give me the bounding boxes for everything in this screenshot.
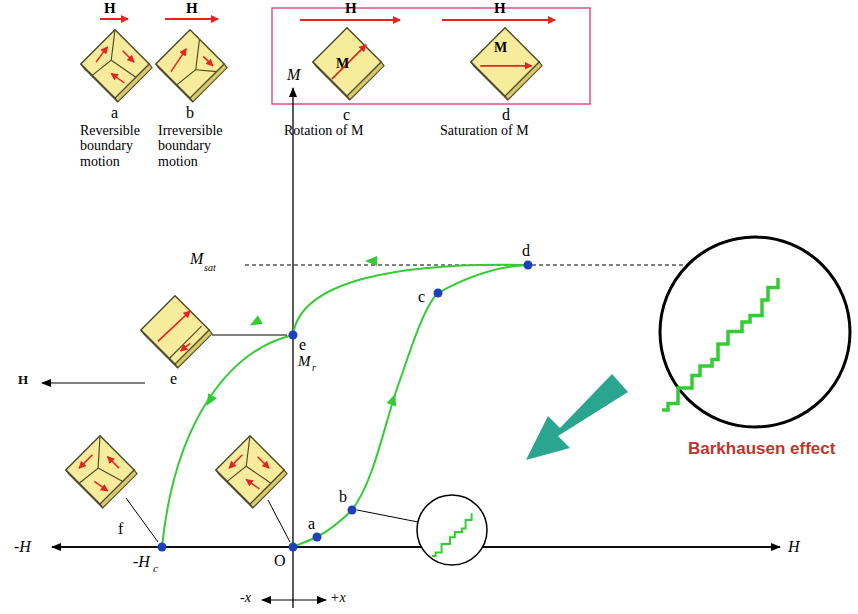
highlight-frame [272,8,590,104]
axis-label: M [298,353,311,370]
domain-cube [141,296,212,368]
magnifier-circle [660,237,850,427]
axis-label: H [788,538,800,556]
point-label: d [522,242,530,260]
domain-cube [471,28,542,100]
field-label: H [186,0,198,17]
panel-letter: a [111,104,118,122]
domain-cube [216,436,287,508]
field-label: H [104,0,116,17]
panel-caption: Irreversible boundary motion [158,123,238,169]
magnetization-curve [293,265,528,547]
panel-caption: Rotation of M [284,123,363,138]
axis-label: -H [14,538,31,556]
pointer-arrow [526,374,628,460]
point-label: a [308,515,315,533]
domain-cube [156,30,227,102]
axis-subscript: c [153,562,158,574]
direction-label: -x [240,590,251,605]
axis-label: M [190,250,203,268]
domain-cube [81,30,152,102]
field-label: H [18,373,28,387]
panel-letter: d [502,106,510,124]
point-label: c [418,288,425,306]
axis-label: -H [133,553,150,571]
panel-letter: b [186,104,194,122]
point-label: e [299,336,306,354]
magnetization-label: M [336,56,349,71]
axis-label: M [287,66,300,84]
domain-cube [66,436,137,508]
field-label: H [345,0,357,17]
magnifier-circle [417,495,487,565]
axis-subscript: r [312,362,316,373]
point-label: b [339,488,347,506]
effect-title: Barkhausen effect [688,440,835,459]
axis-subscript: sat [204,262,216,273]
origin-label: O [274,552,286,570]
panel-letter: e [170,370,177,388]
magnetization-label: M [494,40,507,55]
field-label: H [494,0,506,17]
direction-label: +x [330,590,346,605]
point-label: f [118,520,123,538]
panel-caption: Saturation of M [440,123,529,138]
panel-letter: c [343,106,350,124]
panel-caption: Reversible boundary motion [80,123,156,169]
domain-cube [313,28,384,100]
